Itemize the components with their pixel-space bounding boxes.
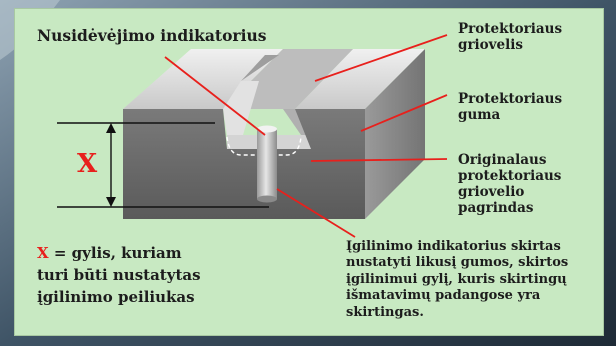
left-top-surface <box>123 49 283 109</box>
tread-rubber-label: Protektoriaus guma <box>458 91 563 123</box>
leader-depth-indicator <box>276 188 356 238</box>
groove-base-label: Originalaus protektoriaus griovelio pagr… <box>458 152 562 216</box>
tread-groove-label: Protektoriaus griovelis <box>458 21 563 53</box>
tread-diagram <box>57 34 448 238</box>
block-front-face <box>123 109 365 219</box>
leader-wear-indicator <box>164 56 266 136</box>
x-definition: X = gylis, kuriam turi būti nustatytas į… <box>37 242 201 308</box>
original-groove-base-outline <box>226 136 302 156</box>
groove-left-wall <box>223 81 259 135</box>
wear-indicator-cylinder <box>257 125 277 203</box>
tread-block <box>123 49 425 219</box>
block-side-face <box>365 49 425 219</box>
depth-indicator-description: Įgilinimo indikatorius skirtas nustatyti… <box>346 239 569 320</box>
groove-notch <box>241 55 279 81</box>
leader-lines <box>164 34 448 238</box>
x-definition-symbol: X <box>37 244 49 262</box>
depth-dimension <box>57 122 269 208</box>
wear-indicator-label: Nusidėvėjimo indikatorius <box>37 26 267 45</box>
right-top-surface <box>295 49 425 109</box>
diagram-panel: Nusidėvėjimo indikatorius Protektoriaus … <box>14 8 604 336</box>
leader-tread-rubber <box>360 94 448 132</box>
groove-top <box>223 49 353 109</box>
leader-tread-groove <box>314 34 448 82</box>
x-definition-text: = gylis, kuriam turi būti nustatytas įgi… <box>37 244 201 306</box>
leader-groove-base <box>310 158 448 162</box>
x-depth-symbol: X <box>77 149 98 179</box>
